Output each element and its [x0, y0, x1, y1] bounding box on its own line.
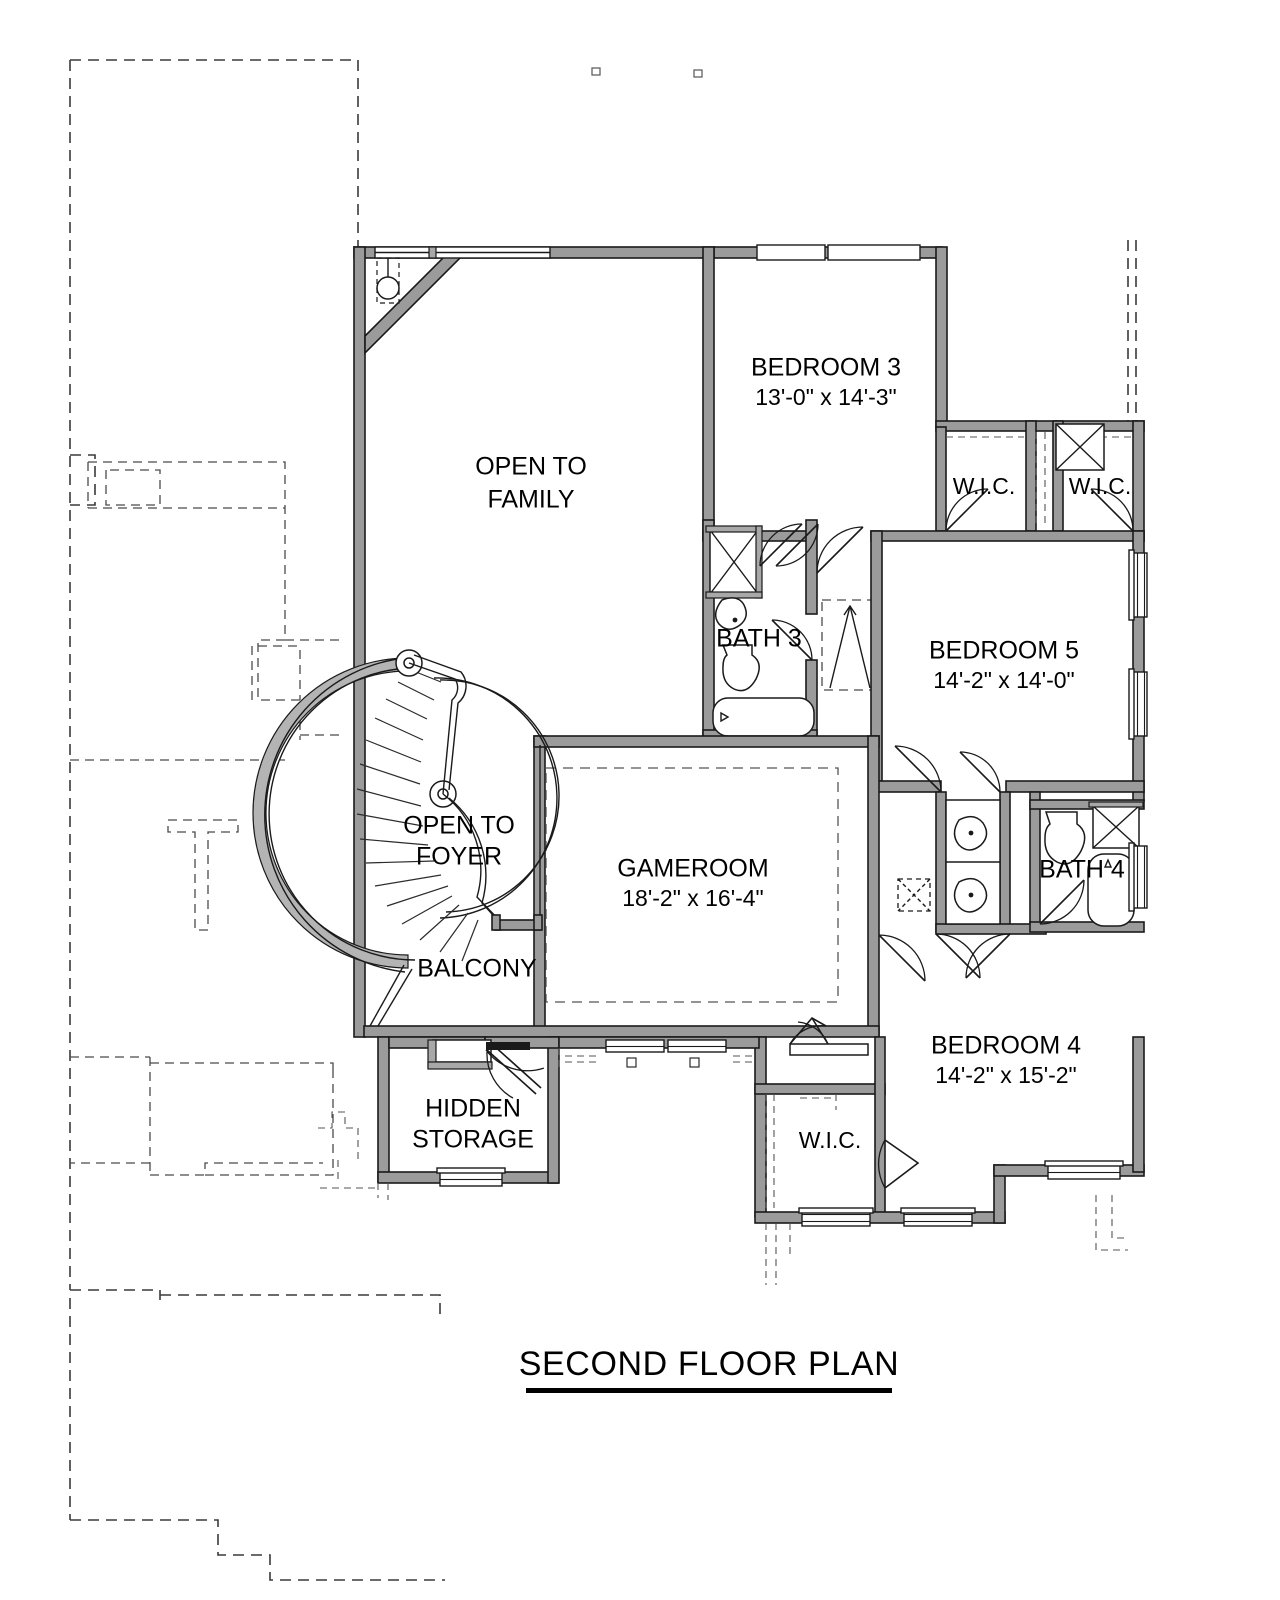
ghost-marks-top: [591, 67, 703, 78]
linen-x-box-hall: [897, 878, 931, 912]
door-bath-3-hall: [816, 526, 864, 574]
window-top-2: [756, 244, 921, 261]
window-bedroom5-a: [1128, 549, 1148, 621]
closet-rod-top-left: [376, 257, 400, 304]
gameroom-dashed-ceiling: [545, 767, 839, 1003]
window-top-1: [374, 246, 551, 259]
window-bottom-1: [798, 1207, 874, 1227]
label-open-to-foyer-line1: OPEN TO: [403, 812, 515, 840]
label-open-to-foyer-line2: FOYER: [416, 843, 502, 871]
curved-staircase: [252, 649, 560, 1027]
label-bedroom-3: BEDROOM 3: [751, 354, 901, 382]
window-bedroom5-b: [1128, 668, 1148, 740]
label-gameroom-dims: 18'-2" x 16'-4": [622, 885, 763, 911]
window-bath4: [1128, 842, 1148, 912]
ghost-below-bottom: [765, 1223, 791, 1285]
door-vanity-hall: [959, 751, 1001, 793]
label-gameroom: GAMEROOM: [617, 855, 768, 883]
linen-closet-x-icon: [1055, 423, 1105, 471]
label-balcony: BALCONY: [417, 955, 537, 983]
door-wic-1: [945, 488, 989, 532]
door-wic-2: [1090, 488, 1134, 532]
label-hidden-storage-line1: HIDDEN: [425, 1095, 521, 1123]
door-gameroom-hall: [878, 934, 926, 982]
label-bedroom-3-dims: 13'-0" x 14'-3": [755, 384, 896, 410]
bath-3-tub: [712, 697, 815, 737]
bath-4-shower: [1088, 801, 1144, 849]
window-hidden-storage: [436, 1167, 506, 1187]
door-bedroom4-closet: [789, 1016, 869, 1056]
bath-3-shower: [705, 525, 763, 599]
page-title: SECOND FLOOR PLAN: [519, 1345, 900, 1383]
door-bath-4: [1039, 879, 1085, 925]
label-bath-4: BATH 4: [1039, 856, 1125, 884]
plan-title-group: SECOND FLOOR PLAN: [519, 1345, 900, 1393]
window-gameroom-lower-b: [667, 1039, 727, 1053]
label-hidden-storage-line2: STORAGE: [412, 1126, 534, 1154]
ghost-below-storage: [320, 1183, 389, 1200]
door-wic-3: [878, 1139, 920, 1189]
hidden-storage-door: [485, 1042, 545, 1099]
door-bedroom5: [894, 745, 942, 793]
wic-shelves: [946, 432, 1131, 528]
label-bath-3: BATH 3: [716, 625, 802, 653]
ghost-right-edge: [1095, 240, 1137, 1251]
gameroom-lower-ghost: [558, 1048, 755, 1070]
wic3-shelves: [765, 1094, 837, 1208]
label-wic-3: W.I.C.: [799, 1127, 862, 1153]
label-bedroom-4-dims: 14'-2" x 15'-2": [935, 1062, 1076, 1088]
label-bedroom-5: BEDROOM 5: [929, 637, 1079, 665]
label-wic-2: W.I.C.: [1069, 473, 1132, 499]
room-labels: OPEN TO FAMILY BEDROOM 3 13'-0" x 14'-3"…: [403, 354, 1131, 1154]
door-bath-3: [759, 523, 819, 567]
label-open-to-family-line1: OPEN TO: [475, 453, 587, 481]
bath-3-sink: [714, 597, 747, 630]
ghost-attic-access: [821, 599, 881, 691]
bath-4-walls: [935, 791, 1145, 935]
bath-3-toilet: [721, 644, 760, 692]
title-underline: [526, 1388, 892, 1393]
window-bottom-3: [1044, 1160, 1124, 1180]
ghost-first-floor-outline: [69, 59, 445, 1581]
window-gameroom-lower-a: [605, 1039, 665, 1053]
label-open-to-family-line2: FAMILY: [487, 486, 574, 514]
hidden-storage-closet-nook: [427, 1039, 493, 1070]
door-bath4-hall-lower: [935, 933, 1011, 979]
bath-4-vanity: [945, 799, 1001, 925]
bath-4-toilet: [1044, 811, 1086, 865]
window-mullion-top: [428, 246, 437, 259]
door-bath-3-toilet: [771, 619, 813, 661]
window-bottom-2: [900, 1207, 976, 1227]
label-bedroom-4: BEDROOM 4: [931, 1032, 1081, 1060]
label-wic-1: W.I.C.: [953, 473, 1016, 499]
balcony-railing: [491, 745, 543, 931]
label-bedroom-5-dims: 14'-2" x 14'-0": [933, 667, 1074, 693]
